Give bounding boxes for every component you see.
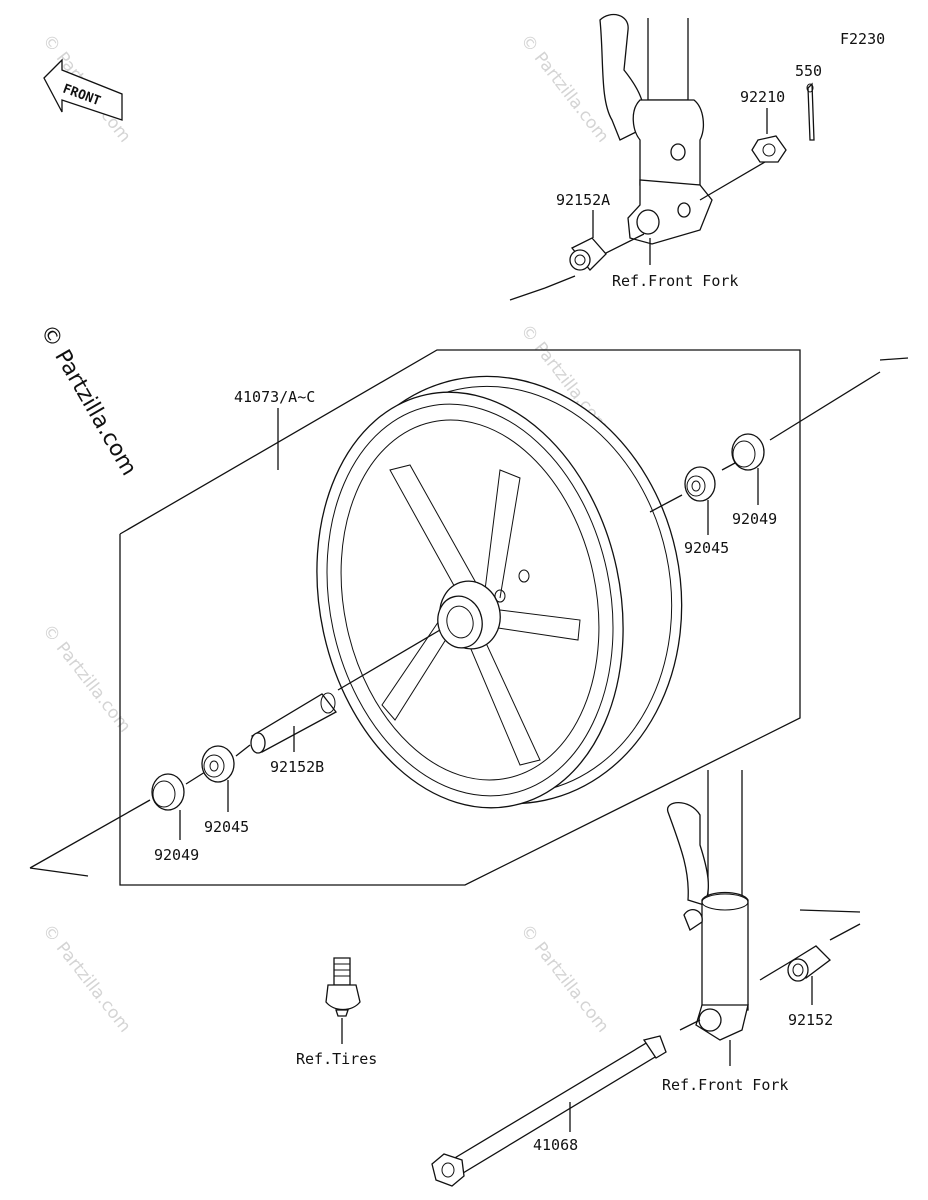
- cotter-pin-550: [806, 82, 815, 141]
- nut-92210: [751, 135, 787, 163]
- tire-valve: [325, 957, 361, 1017]
- callout-92045-right: 92045: [684, 539, 729, 557]
- collar-92152: [787, 945, 831, 982]
- collar-92152A: [569, 237, 607, 271]
- callout-41073: 41073/A~C: [234, 388, 315, 406]
- watermark-text: © Partzilla.com: [38, 921, 135, 1037]
- front-fork-top: [599, 13, 713, 245]
- callout-ref-front-fork-bottom: Ref.Front Fork: [662, 1076, 788, 1094]
- callout-92210: 92210: [740, 88, 785, 106]
- watermark-text: © Partzilla.com: [516, 31, 613, 147]
- callout-92152A: 92152A: [556, 191, 610, 209]
- callout-550: 550: [795, 62, 822, 80]
- callout-92045-left: 92045: [204, 818, 249, 836]
- axle-41068: [431, 1035, 667, 1187]
- seal-92049-right: [731, 433, 765, 471]
- seal-92049-left: [151, 773, 185, 811]
- spacer-92152B: [250, 692, 337, 754]
- callout-41068: 41068: [533, 1136, 578, 1154]
- watermark-text: © Partzilla.com: [516, 921, 613, 1037]
- bearing-92045-right: [684, 466, 716, 502]
- watermark-main: © Partzilla.com: [35, 321, 142, 481]
- diagram-code: F2230: [840, 30, 885, 48]
- callout-92152: 92152: [788, 1011, 833, 1029]
- callout-92049-right: 92049: [732, 510, 777, 528]
- bearing-92045-left: [201, 745, 235, 783]
- callout-ref-front-fork-top: Ref.Front Fork: [612, 272, 738, 290]
- front-wheel: [316, 375, 683, 809]
- callout-ref-tires: Ref.Tires: [296, 1050, 377, 1068]
- callout-92152B: 92152B: [270, 758, 324, 776]
- front-fork-bottom: [667, 770, 749, 1041]
- callout-92049-left: 92049: [154, 846, 199, 864]
